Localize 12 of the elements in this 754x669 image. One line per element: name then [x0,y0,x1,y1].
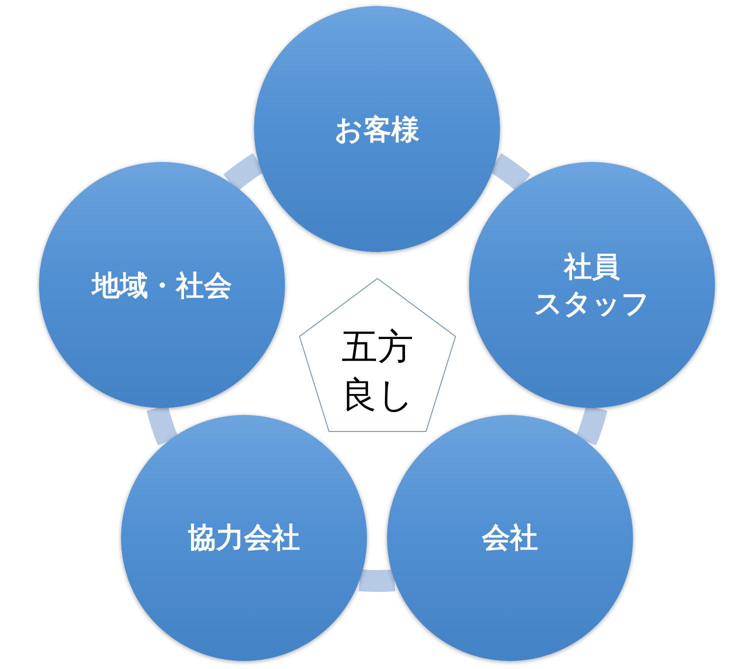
node-label: 社員 [564,249,620,286]
ring-connector [146,405,178,446]
node-label: スタッフ [534,286,650,322]
ring-connector [358,569,396,592]
node-label: 地域・社会 [92,268,232,304]
ring-connector [576,405,608,446]
node-label: お客様 [334,112,420,148]
pentagon-node [299,278,456,432]
node-label: 協力会社 [188,520,300,556]
node-label: 会社 [482,520,538,556]
center-label: 五方良し [340,326,415,418]
ring-connector [489,153,530,192]
